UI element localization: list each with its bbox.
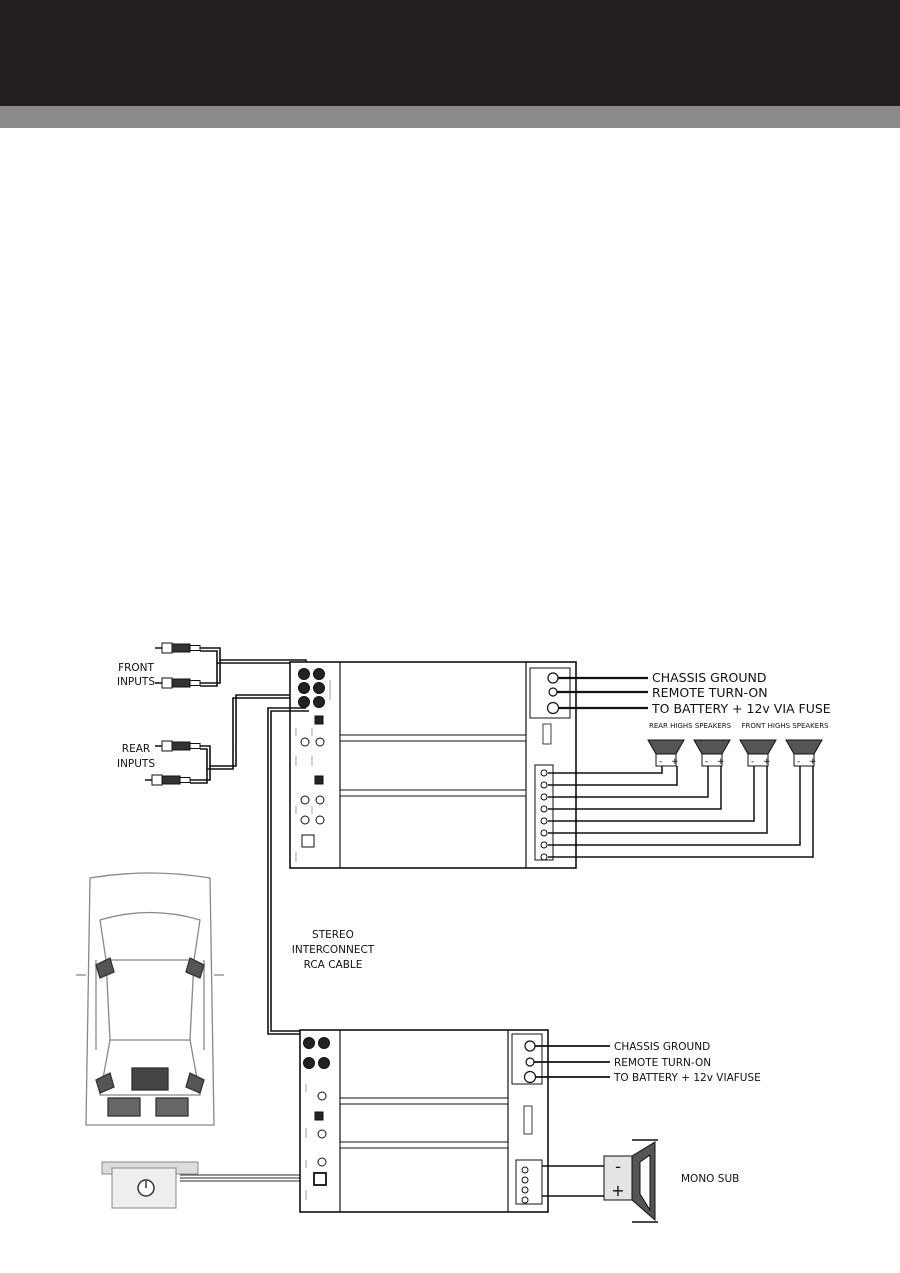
svg-text:FRONT: FRONT <box>118 662 154 674</box>
header-stripe <box>0 106 900 128</box>
amp1-battery-label: TO BATTERY + 12v VIA FUSE <box>651 701 831 716</box>
power-terminals <box>546 672 560 715</box>
speaker-icon <box>647 739 685 767</box>
speaker-icon <box>739 739 777 767</box>
amp2-power-wires <box>534 1045 610 1078</box>
speaker-polarity: -+ -+ -+ -+ <box>659 757 817 767</box>
sub-wires <box>542 1165 604 1197</box>
svg-text:STEREO: STEREO <box>312 929 354 941</box>
amplifier-1 <box>289 661 577 869</box>
svg-text:-: - <box>751 757 754 767</box>
svg-text:INPUTS: INPUTS <box>117 676 155 688</box>
svg-text:+: + <box>717 757 725 767</box>
svg-text:-: - <box>705 757 708 767</box>
interconnect-label: STEREO INTERCONNECT RCA CABLE <box>292 929 375 971</box>
speaker-icon <box>785 739 823 767</box>
svg-text:+: + <box>671 757 679 767</box>
amp2-chassis-ground-label: CHASSIS GROUND <box>614 1041 710 1053</box>
svg-text:-: - <box>797 757 800 767</box>
svg-text:INTERCONNECT: INTERCONNECT <box>292 944 375 956</box>
svg-text:INPUTS: INPUTS <box>117 758 155 770</box>
mono-sub-label: MONO SUB <box>681 1173 739 1185</box>
amplifier-2 <box>299 1029 549 1213</box>
amp1-chassis-ground-label: CHASSIS GROUND <box>652 670 766 685</box>
rca-plug-icon <box>155 677 201 689</box>
amp1-power-wires <box>557 676 648 710</box>
rca-plug-icon <box>145 774 191 786</box>
speaker-icon <box>693 739 731 767</box>
rca-plug-icon <box>155 642 201 654</box>
bass-remote-icon <box>101 1161 199 1209</box>
svg-text:+: + <box>809 757 817 767</box>
rca-plug-icon <box>155 740 201 752</box>
front-inputs-label: FRONT INPUTS <box>117 662 155 688</box>
svg-text:+: + <box>763 757 771 767</box>
speaker-wires <box>548 766 814 858</box>
car-topview-icon <box>76 872 224 1126</box>
svg-text:REAR: REAR <box>122 743 150 755</box>
remote-cable <box>180 1174 315 1182</box>
rear-inputs-label: REAR INPUTS <box>117 743 155 770</box>
gain-knobs <box>300 715 325 848</box>
front-highs-label: FRONT HIGHS SPEAKERS <box>741 722 829 730</box>
header-bar <box>0 0 900 106</box>
svg-text:-: - <box>615 1157 621 1176</box>
amp2-remote-turn-on-label: REMOTE TURN-ON <box>614 1057 711 1069</box>
amp2-battery-label: TO BATTERY + 12v VIAFUSE <box>613 1072 761 1084</box>
svg-text:RCA CABLE: RCA CABLE <box>304 959 363 971</box>
svg-text:+: + <box>611 1181 624 1200</box>
speaker-terminals <box>540 769 548 861</box>
amp1-remote-turn-on-label: REMOTE TURN-ON <box>652 685 768 700</box>
rear-highs-label: REAR HIGHS SPEAKERS <box>649 722 732 730</box>
svg-text:-: - <box>659 757 662 767</box>
subwoofer-icon: - + <box>603 1139 658 1223</box>
rca-jacks <box>303 1037 330 1069</box>
